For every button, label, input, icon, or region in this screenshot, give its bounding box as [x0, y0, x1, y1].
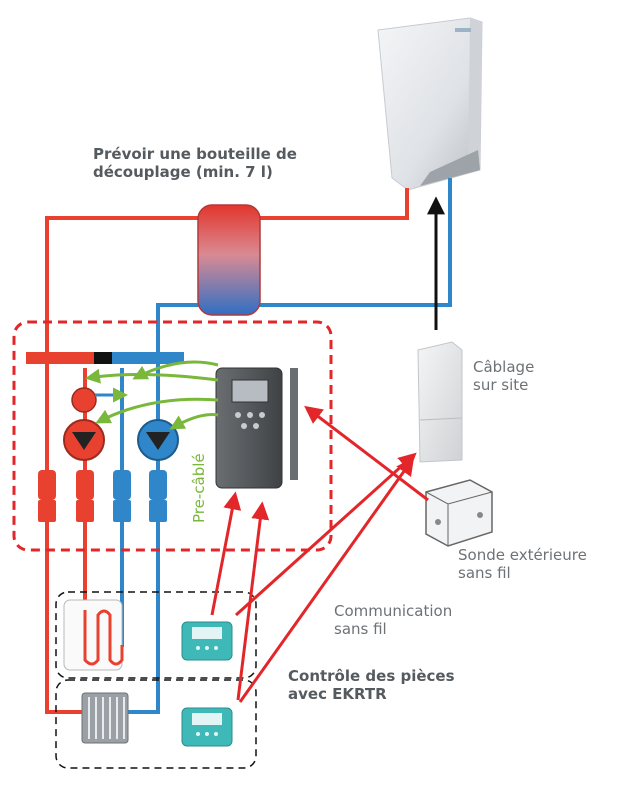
wireless-comm-label-line2: sans fil — [334, 620, 387, 638]
cold-return-pipe — [258, 178, 452, 307]
room-control-label-line1: Contrôle des pièces — [288, 667, 455, 685]
radiator-icon — [81, 692, 129, 744]
radiator-zone-border — [55, 679, 257, 769]
decoupling-label-line1: Prévoir une bouteille de — [93, 145, 297, 163]
floor-heating-zone-border — [55, 591, 257, 679]
outdoor-sensor-label-line1: Sonde extérieure — [458, 546, 587, 564]
precabled-label: Pre-câblé — [190, 453, 208, 523]
thermostat-floor-icon — [181, 621, 233, 661]
decoupling-label: Prévoir une bouteille de découplage (min… — [93, 145, 297, 181]
heat-pump-unit — [377, 17, 483, 191]
mixing-valve-icon — [71, 387, 97, 413]
thermostat-radiator-icon — [181, 707, 233, 747]
wireless-comm-label: Communication sans fil — [334, 602, 452, 638]
outdoor-sensor-icon — [425, 479, 493, 547]
decoupling-label-line2: découplage (min. 7 l) — [93, 163, 273, 181]
wiring-label-line1: Câblage — [473, 358, 535, 376]
outdoor-sensor-label: Sonde extérieure sans fil — [458, 546, 587, 582]
controller-unit — [215, 367, 298, 489]
wiring-label-line2: sur site — [473, 376, 529, 394]
valves-and-pumps — [38, 387, 179, 522]
wiring-label: Câblage sur site — [473, 358, 534, 394]
wireless-arrows — [210, 405, 429, 703]
precabled-module-border — [12, 320, 333, 552]
floor-heating-coil — [63, 599, 124, 671]
wiring-box — [417, 341, 463, 463]
decoupling-bottle — [197, 204, 261, 316]
hot-supply-pipe — [260, 188, 409, 220]
room-control-label-line2: avec EKRTR — [288, 685, 387, 703]
wireless-comm-label-line1: Communication — [334, 602, 453, 620]
outdoor-sensor-label-line2: sans fil — [458, 564, 511, 582]
hot-loop-pipe — [45, 216, 202, 714]
precabled-arrows — [85, 360, 219, 430]
room-control-label: Contrôle des pièces avec EKRTR — [288, 667, 455, 703]
